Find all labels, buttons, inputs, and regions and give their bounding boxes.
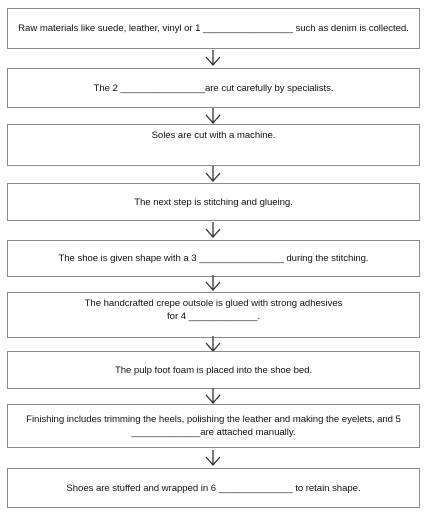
step-4-text: The next step is stitching and glueing.	[134, 196, 293, 208]
step-1-text: Raw materials like suede, leather, vinyl…	[18, 23, 409, 34]
down-arrow-icon	[203, 166, 223, 184]
down-arrow-icon	[203, 50, 223, 68]
down-arrow-icon	[203, 450, 223, 468]
step-6-text: The handcrafted crepe outsole is glued w…	[84, 298, 343, 322]
step-9-text: Shoes are stuffed and wrapped in 6 _____…	[66, 482, 361, 494]
step-8-box: Finishing includes trimming the heels, p…	[7, 404, 420, 448]
step-5-text: The shoe is given shape with a 3 _______…	[58, 253, 369, 264]
step-7-box: The pulp foot foam is placed into the sh…	[7, 351, 420, 389]
step-3-box: Soles are cut with a machine.	[7, 124, 420, 166]
step-7-text: The pulp foot foam is placed into the sh…	[114, 364, 313, 376]
down-arrow-icon	[203, 222, 223, 240]
step-2-text: The 2 ________________are cut carefully …	[93, 82, 334, 94]
down-arrow-icon	[203, 275, 223, 293]
step-1-box: Raw materials like suede, leather, vinyl…	[7, 8, 420, 49]
step-9-box: Shoes are stuffed and wrapped in 6 _____…	[7, 468, 420, 508]
step-8-text: Finishing includes trimming the heels, p…	[26, 414, 401, 438]
step-3-text: Soles are cut with a machine.	[151, 130, 276, 141]
step-2-box: The 2 ________________are cut carefully …	[7, 68, 420, 108]
step-6-box: The handcrafted crepe outsole is glued w…	[7, 292, 420, 338]
down-arrow-icon	[203, 108, 223, 126]
step-5-box: The shoe is given shape with a 3 _______…	[7, 240, 420, 277]
down-arrow-icon	[203, 388, 223, 406]
step-4-box: The next step is stitching and glueing.	[7, 183, 420, 221]
